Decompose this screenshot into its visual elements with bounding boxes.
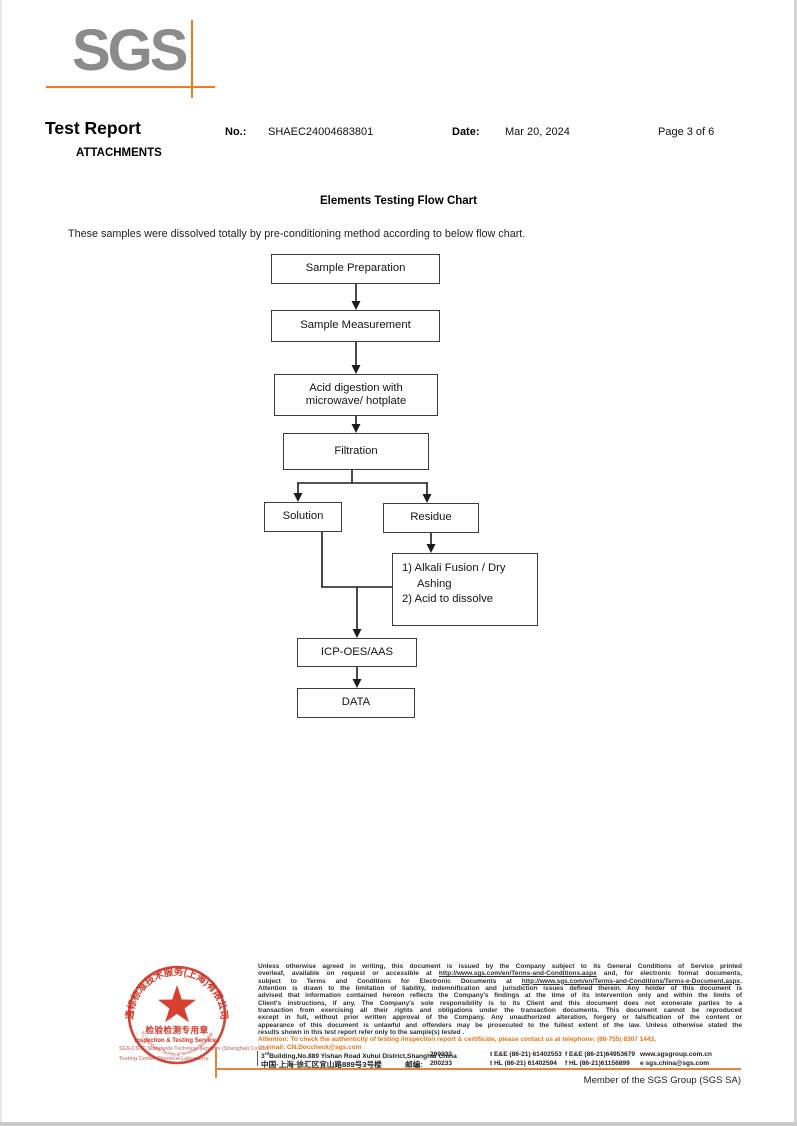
attachments-label: ATTACHMENTS <box>76 147 162 159</box>
tel-ee: t E&E (86-21) 61402553 <box>490 1051 562 1058</box>
fax-hl: f HL (86-21)61156899 <box>565 1060 630 1067</box>
intro-text: These samples were dissolved totally by … <box>68 228 526 240</box>
report-date-value: Mar 20, 2024 <box>505 126 570 138</box>
sgs-logo: SGS <box>72 18 188 83</box>
postal-code-en: 200233 <box>430 1051 453 1058</box>
report-no-value: SHAEC24004683801 <box>268 126 374 138</box>
page-edge-right <box>794 0 797 1126</box>
legal-line: advised that information contained hereo… <box>258 992 742 1000</box>
legal-line: Client's instructions, if any. The Compa… <box>258 999 742 1007</box>
address-en-sup: rd <box>264 1051 270 1056</box>
flow-node-icp-oes-aas: ICP-OES/AAS <box>297 638 417 667</box>
legal-line: except in full, without prior written ap… <box>258 1014 742 1022</box>
report-date-label: Date: <box>452 126 480 138</box>
stamp-company-line1: SGS-CSTC Standards Technical Services (S… <box>119 1046 270 1052</box>
sgs-member-note: Member of the SGS Group (SGS SA) <box>583 1075 741 1086</box>
legal-text: overleaf, available on request or access… <box>258 970 439 978</box>
fax-ee: f E&E (86-21)64953679 <box>565 1051 636 1058</box>
stamp-seal-cn: 检验检测专用章 <box>145 1025 208 1035</box>
postal-code-cn-label: 邮编: <box>405 1060 423 1069</box>
address-en: 3rdBuilding,No.889 Yishan Road Xuhui Dis… <box>261 1051 457 1060</box>
legal-text: and, for electronic format documents, <box>596 970 742 978</box>
logo-orange-hline <box>46 86 215 88</box>
legal-line: appearance of this document is unlawful … <box>258 1021 742 1029</box>
page-edge-bottom <box>0 1122 797 1126</box>
flow-node-alkali-fusion: 1) Alkali Fusion / Dry Ashing 2) Acid to… <box>392 553 538 626</box>
stamp-ring <box>127 965 227 1065</box>
flow-node-sample-preparation: Sample Preparation <box>271 254 440 284</box>
address-en-no: 3 <box>261 1053 265 1061</box>
stamp-star <box>158 985 196 1023</box>
footer-orange-vline <box>215 1047 217 1078</box>
tel-hl: t HL (86-21) 61402594 <box>490 1060 557 1067</box>
logo-orange-vline <box>191 20 193 98</box>
flow-node-residue: Residue <box>383 503 479 533</box>
flow-node-sample-measurement: Sample Measurement <box>271 310 440 342</box>
legal-line: results shown in this test report refer … <box>258 1028 465 1036</box>
postal-code-cn: 200233 <box>430 1060 453 1067</box>
website-url: www.sgsgroup.com.cn <box>640 1051 712 1058</box>
legal-line: Attention is drawn to the limitation of … <box>258 984 742 992</box>
inspection-stamp: 通标标准技术服务(上海)有限公司 检验检测专用章 Inspection & Te… <box>116 957 229 1065</box>
legal-text: subject to Terms and Conditions for Elec… <box>258 977 522 985</box>
flow-node-data: DATA <box>297 688 415 718</box>
legal-line: subject to Terms and Conditions for Elec… <box>258 978 742 985</box>
report-title: Test Report <box>45 118 141 138</box>
legal-text: . <box>740 977 742 985</box>
section-title: Elements Testing Flow Chart <box>320 195 477 207</box>
page-edge-left <box>0 0 2 1126</box>
alkali-step-1: 1) Alkali Fusion / Dry Ashing <box>402 562 506 590</box>
terms-conditions-url: http://www.sgs.com/en/Terms-and-Conditio… <box>438 970 597 978</box>
flow-node-solution: Solution <box>264 502 342 532</box>
flow-node-acid-digestion: Acid digestion with microwave/ hotplate <box>274 374 438 416</box>
footer-orange-hline <box>216 1068 741 1071</box>
attention-line: Attention: To check the authenticity of … <box>258 1036 656 1044</box>
legal-line: transaction from exercising all their ri… <box>258 1006 742 1014</box>
stamp-company-line2: Testing Center-Chemical Laboratory. <box>119 1056 210 1062</box>
flow-node-filtration: Filtration <box>283 433 429 470</box>
email-address: e sgs.china@sgs.com <box>640 1060 710 1067</box>
terms-e-document-url: http://www.sgs.com/en/Terms-and-Conditio… <box>521 977 741 985</box>
alkali-step-2: 2) Acid to dissolve <box>402 593 494 605</box>
arrow-heads <box>293 301 436 688</box>
address-cn: 中国·上海·徐汇区宜山路889号3号楼 <box>261 1060 382 1069</box>
page-number: Page 3 of 6 <box>658 126 715 138</box>
address-divider <box>257 1051 258 1066</box>
address-en-rest: Building,No.889 Yishan Road Xuhui Distri… <box>269 1053 457 1061</box>
report-no-label: No.: <box>225 126 247 138</box>
legal-line: Unless otherwise agreed in writing, this… <box>258 963 742 970</box>
stamp-seal-en: Inspection & Testing Services <box>135 1038 221 1044</box>
legal-line: overleaf, available on request or access… <box>258 970 742 977</box>
attention-email-line: or email: CN.Doccheck@sgs.com <box>258 1043 362 1051</box>
legal-disclaimer: Unless otherwise agreed in writing, this… <box>258 963 742 1051</box>
